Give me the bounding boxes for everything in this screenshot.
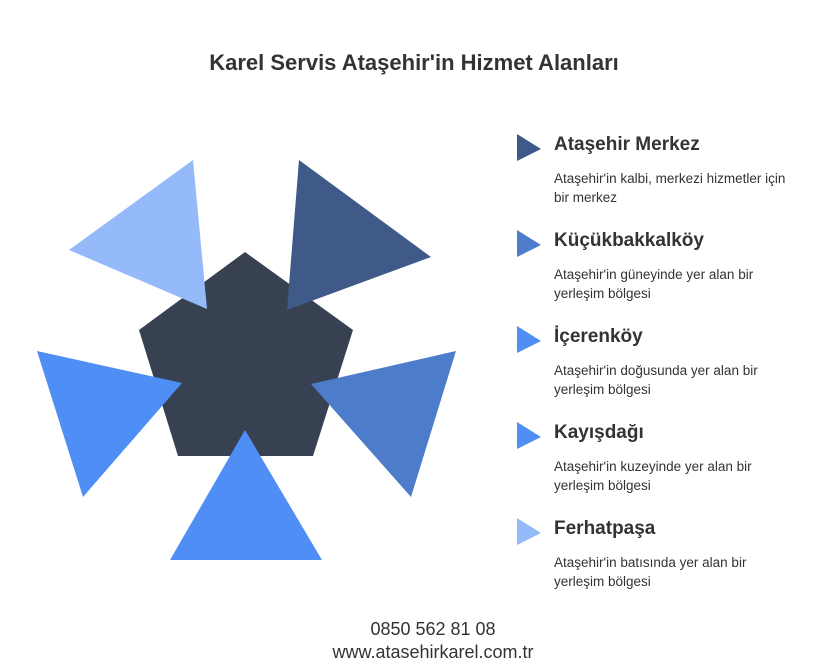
area-description: Ataşehir'in batısında yer alan bir yerle… [554, 555, 747, 589]
area-name: Ferhatpaşa [554, 518, 656, 539]
area-description: Ataşehir'in kalbi, merkezi hizmetler içi… [554, 171, 786, 205]
area-name: Ataşehir Merkez [554, 134, 700, 155]
footer-website[interactable]: www.atasehirkarel.com.tr [332, 642, 534, 662]
triangle-marker-icon [517, 518, 541, 545]
area-name: Kayışdağı [554, 422, 644, 443]
area-description: Ataşehir'in güneyinde yer alan bir yerle… [554, 267, 754, 301]
triangle-içerenköy [170, 430, 322, 560]
triangle-marker-icon [517, 326, 541, 353]
diagram-title: Karel Servis Ataşehir'in Hizmet Alanları [209, 50, 619, 75]
triangle-küçükbakkalköy [311, 351, 456, 497]
area-description: Ataşehir'in kuzeyinde yer alan bir yerle… [554, 459, 752, 493]
triangle-ferhatpaşa [69, 160, 207, 309]
footer-phone: 0850 562 81 08 [370, 619, 496, 639]
triangle-marker-icon [517, 230, 541, 257]
triangle-kayışdağı [37, 351, 182, 497]
triangle-marker-icon [517, 422, 541, 449]
triangle-marker-icon [517, 134, 541, 161]
area-name: Küçükbakkalköy [554, 230, 704, 251]
area-description: Ataşehir'in doğusunda yer alan bir yerle… [554, 363, 758, 397]
triangle-ataşehir-merkez [287, 160, 431, 310]
area-name: İçerenköy [554, 326, 643, 347]
